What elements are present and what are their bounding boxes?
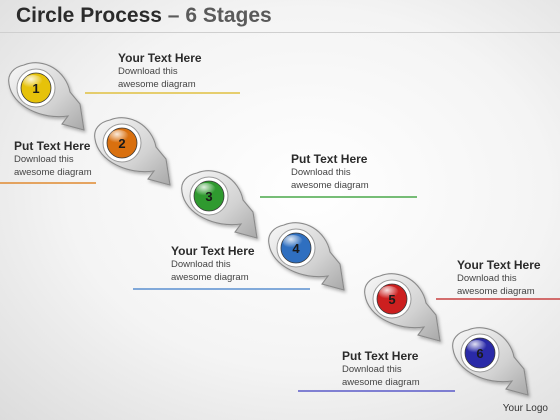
stage-5-label: Your Text Here Download this awesome dia…	[457, 258, 541, 298]
stage-5-number: 5	[388, 292, 395, 307]
stage-2-heading: Put Text Here	[14, 139, 91, 153]
stage-6-number: 6	[476, 346, 483, 361]
stage-4-heading: Your Text Here	[171, 244, 255, 258]
title-divider	[0, 32, 560, 33]
stage-3-heading: Put Text Here	[291, 152, 368, 166]
page-title: Circle Process – 6 Stages	[16, 4, 272, 28]
stage-3-ball-shine	[196, 183, 216, 197]
stage-4-label: Your Text Here Download this awesome dia…	[171, 244, 255, 284]
stage-1-node: 1	[8, 62, 85, 131]
stage-5-ball-shine	[379, 286, 399, 300]
stage-1-ball-shine	[23, 75, 43, 89]
stage-3-label: Put Text Here Download this awesome diag…	[291, 152, 369, 192]
stage-1-line-2: awesome diagram	[118, 79, 196, 90]
logo-text: Your Logo	[502, 403, 548, 414]
stage-2-line-2: awesome diagram	[14, 167, 92, 178]
stage-4-node: 4	[268, 222, 345, 291]
stage-3-line-2: awesome diagram	[291, 180, 369, 191]
stage-2-number: 2	[118, 136, 125, 151]
stage-1-line-1: Download this	[118, 66, 178, 77]
stage-4-ball-shine	[283, 235, 303, 249]
stage-2-label: Put Text Here Download this awesome diag…	[14, 139, 92, 179]
stage-4-line-1: Download this	[171, 259, 231, 270]
stage-6-line-2: awesome diagram	[342, 377, 420, 388]
stage-3-number: 3	[205, 189, 212, 204]
stage-3-line-1: Download this	[291, 167, 351, 178]
stage-4-line-2: awesome diagram	[171, 272, 249, 283]
stage-5-line-1: Download this	[457, 273, 517, 284]
stage-5-heading: Your Text Here	[457, 258, 541, 272]
stage-2-line-1: Download this	[14, 154, 74, 165]
stage-6-line-1: Download this	[342, 364, 402, 375]
title-main: Circle Process	[16, 4, 162, 27]
stage-3-node: 3	[181, 170, 258, 239]
stage-5-node: 5	[364, 273, 441, 342]
stage-1-label: Your Text Here Download this awesome dia…	[118, 51, 202, 91]
title-separator: –	[167, 4, 180, 27]
stage-6-label: Put Text Here Download this awesome diag…	[342, 349, 420, 389]
stage-6-ball-shine	[467, 340, 487, 354]
stage-2-ball-shine	[109, 130, 129, 144]
stage-4-number: 4	[292, 241, 300, 256]
title-sub: 6 Stages	[185, 4, 272, 27]
stage-5-line-2: awesome diagram	[457, 286, 535, 297]
stage-1-number: 1	[32, 81, 39, 96]
stage-6-heading: Put Text Here	[342, 349, 419, 363]
stage-2-node: 2	[94, 117, 171, 186]
stage-6-node: 6	[452, 327, 529, 396]
stage-1-heading: Your Text Here	[118, 51, 202, 65]
